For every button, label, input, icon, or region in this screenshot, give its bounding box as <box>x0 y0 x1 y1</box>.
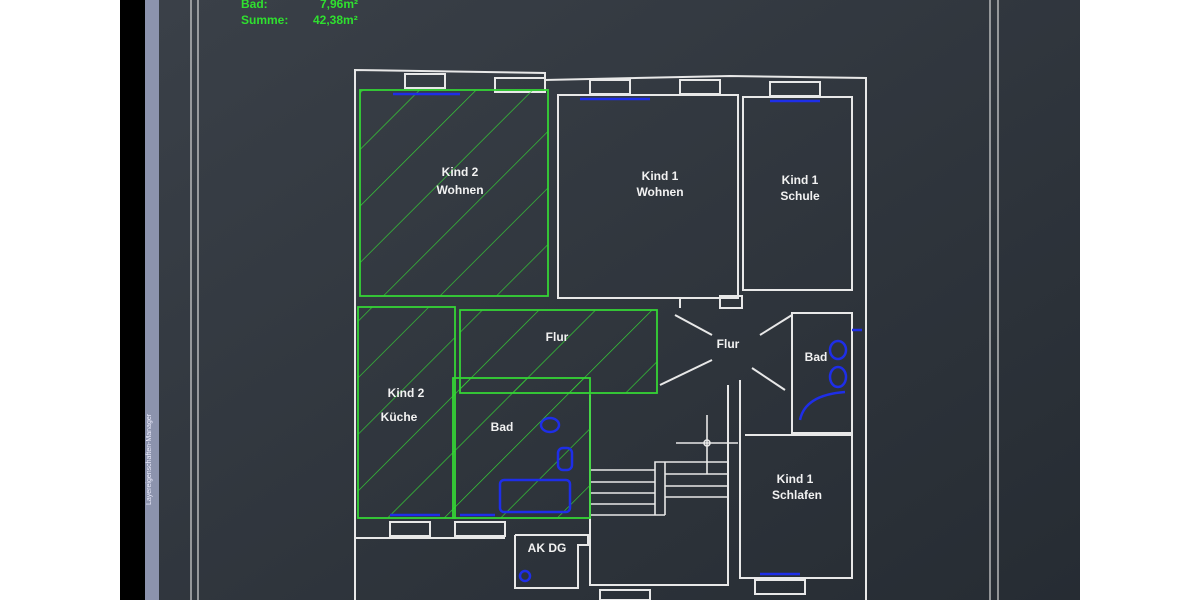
toilet-icon <box>539 416 561 434</box>
room-label: Wohnen <box>636 185 683 199</box>
drain-icon <box>518 569 532 583</box>
room-label: Schlafen <box>772 488 822 502</box>
room-label: Kind 1 <box>642 169 679 183</box>
area-value-summe: 42,38m² <box>313 13 358 27</box>
room-label: Kind 2 <box>442 165 479 179</box>
bathtub-icon <box>498 478 572 514</box>
room-label: Küche <box>381 410 418 424</box>
room-label: Wohnen <box>436 183 483 197</box>
room-label: Bad <box>805 350 828 364</box>
room-labels: Kind 2 Wohnen Kind 1 Wohnen Kind 1 Schul… <box>381 165 828 555</box>
room-label: AK DG <box>528 541 567 555</box>
floor-plan-drawing[interactable]: Kind 2 Wohnen Kind 1 Wohnen Kind 1 Schul… <box>120 0 1080 600</box>
area-label-bad: Bad: <box>241 0 268 11</box>
room-kind2-wohnen[interactable] <box>359 89 549 297</box>
layer-properties-palette[interactable] <box>145 0 159 600</box>
room-label: Flur <box>546 330 569 344</box>
room-label: Kind 1 <box>777 472 814 486</box>
room-kind2-kueche[interactable] <box>357 306 456 519</box>
room-label: Flur <box>717 337 740 351</box>
room-label: Kind 2 <box>388 386 425 400</box>
area-value-bad: 7,96m² <box>320 0 359 11</box>
room-label: Bad <box>491 420 514 434</box>
room-label: Schule <box>780 189 820 203</box>
model-space[interactable] <box>159 0 1080 600</box>
walls <box>354 68 867 600</box>
drawing-frame <box>190 0 999 600</box>
palette-title: Layereigenschaften-Manager <box>146 413 153 505</box>
room-label: Kind 1 <box>782 173 819 187</box>
area-label-summe: Summe: <box>241 13 289 27</box>
fixtures <box>390 92 862 583</box>
cad-screen: Kind 2 Wohnen Kind 1 Wohnen Kind 1 Schul… <box>120 0 1080 600</box>
sink-icon <box>556 446 574 472</box>
selected-rooms[interactable] <box>357 89 658 519</box>
